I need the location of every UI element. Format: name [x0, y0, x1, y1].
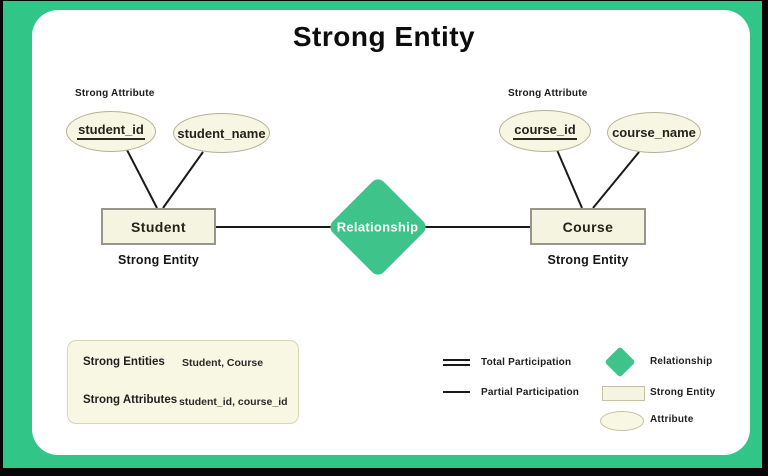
key-attribute-text: student_id: [77, 123, 145, 140]
legend-label-relationship: Relationship: [650, 356, 713, 367]
entity-rect-student: Student: [101, 208, 216, 245]
attribute-ellipse-student-id: student_id: [66, 111, 156, 152]
partial-participation-line: [443, 391, 470, 393]
attribute-ellipse-course-id: course_id: [499, 110, 591, 152]
connector-student-id: [126, 149, 158, 209]
summary-box: Strong Entities Student, Course Strong A…: [67, 340, 299, 424]
strong-attribute-label-right: Strong Attribute: [508, 88, 588, 99]
legend-label-strong-entity: Strong Entity: [650, 387, 716, 398]
attribute-text: course_name: [612, 125, 696, 140]
connector-course-id: [556, 149, 583, 209]
attribute-ellipse-course-name: course_name: [607, 112, 701, 153]
connector-course-name: [592, 151, 640, 209]
summary-row-label: Strong Entities: [83, 356, 165, 368]
legend-label-attribute: Attribute: [650, 414, 694, 425]
key-attribute-text: course_id: [513, 123, 577, 140]
summary-row-value: student_id, course_id: [179, 396, 288, 408]
connector-student-name: [162, 151, 204, 209]
total-participation-line-top: [443, 359, 470, 361]
entity-rect-course: Course: [530, 208, 646, 245]
summary-row-value: Student, Course: [182, 357, 264, 369]
relationship-text: Relationship: [337, 219, 419, 235]
summary-row-label: Strong Attributes: [83, 394, 178, 406]
entity-caption-left: Strong Entity: [117, 253, 200, 267]
attribute-ellipse-student-name: student_name: [173, 113, 270, 153]
entity-caption-right: Strong Entity: [547, 253, 629, 267]
total-participation-line-bottom: [443, 364, 470, 366]
legend-label-total-participation: Total Participation: [481, 357, 572, 368]
page-title: Strong Entity: [292, 21, 476, 52]
legend-attribute-ellipse-icon: [600, 411, 644, 431]
legend-label-partial-participation: Partial Participation: [481, 387, 580, 398]
strong-attribute-label-left: Strong Attribute: [75, 88, 155, 99]
legend-strong-entity-rect-icon: [602, 386, 645, 401]
attribute-text: student_name: [177, 125, 266, 141]
